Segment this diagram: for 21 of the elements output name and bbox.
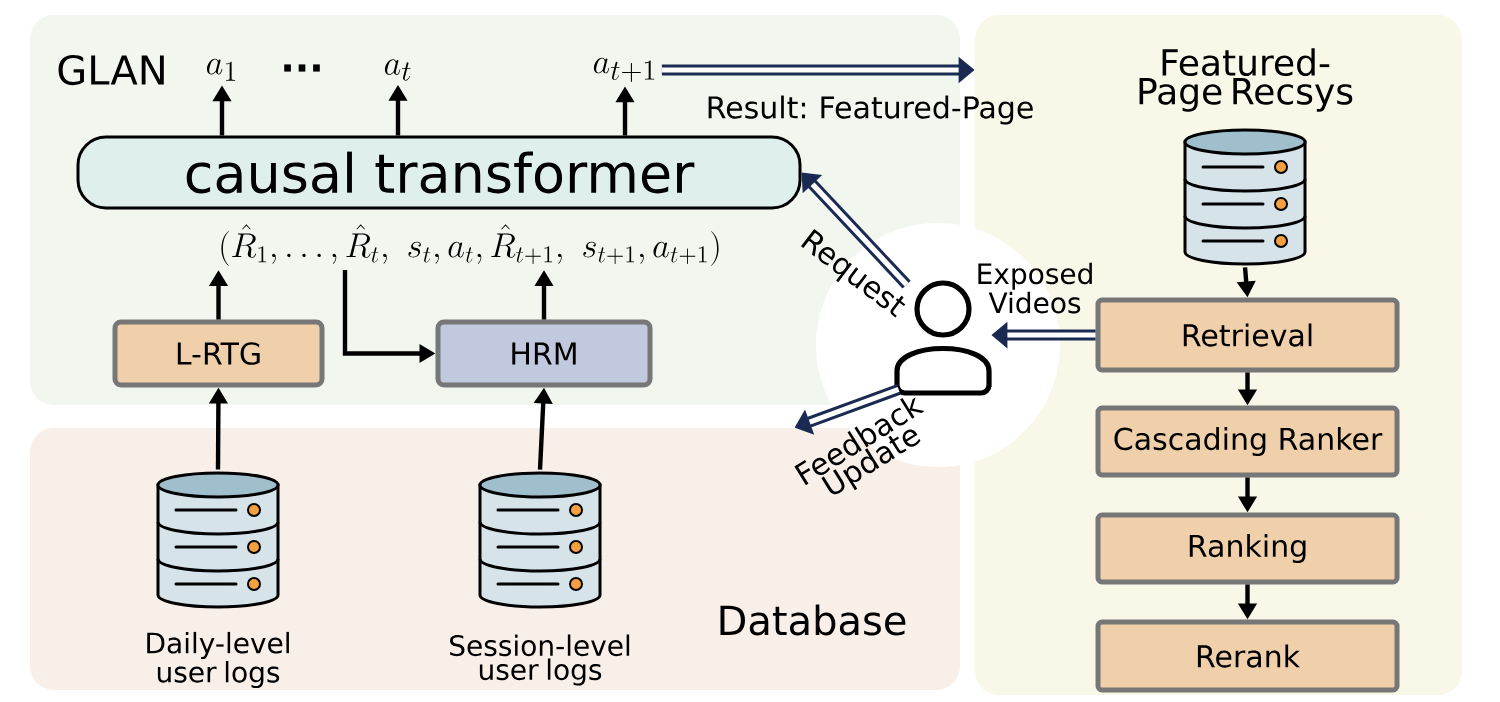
process-box: Cascading Ranker xyxy=(1095,405,1400,478)
edge-label: Result: Featured-Page xyxy=(708,95,1033,125)
panel-heading: Database xyxy=(720,604,906,636)
process-box: L-RTG xyxy=(112,319,325,388)
process-box: causal transformer xyxy=(76,135,802,210)
panel-heading: GLAN xyxy=(58,54,164,86)
arrow xyxy=(801,172,911,289)
node-label: Session-level user logs xyxy=(450,634,630,686)
process-box: Ranking xyxy=(1095,512,1400,585)
formula: $(\hat{R}_1, \dots, \hat{R}_t,\ s_t, a_t, \hat{R}_{t+1},\ s_{t+1}, a_{t+1})$ xyxy=(221,224,719,266)
ellipsis: ... xyxy=(284,64,320,72)
panel-heading: Featured-Page Recsys xyxy=(1139,48,1353,112)
edge-label: Exposed Videos xyxy=(978,262,1092,314)
formula: $a_1$ xyxy=(206,58,236,81)
formula: $a_{t+1}$ xyxy=(593,57,655,82)
process-box: HRM xyxy=(435,319,653,388)
node-label: Daily-level user logs xyxy=(147,631,289,689)
database-drawing xyxy=(1183,128,1307,266)
process-box: Rerank xyxy=(1095,619,1400,693)
process-box: Retrieval xyxy=(1095,297,1400,373)
formula: $a_t$ xyxy=(384,59,411,81)
